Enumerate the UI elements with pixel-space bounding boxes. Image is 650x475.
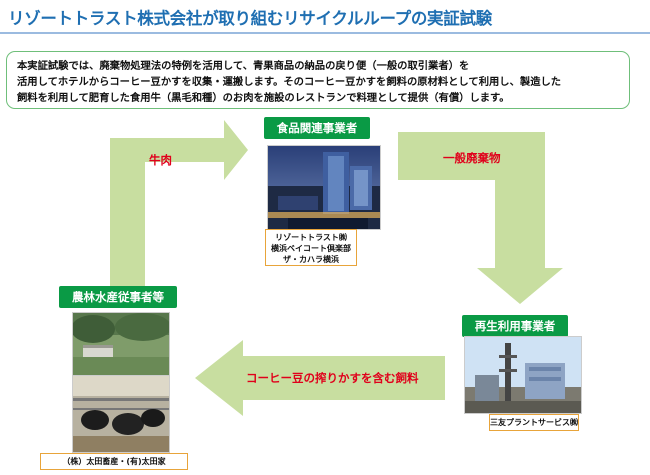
caption-line: リゾートトラスト㈱ xyxy=(275,233,347,242)
feed-arrow xyxy=(195,340,445,416)
feed-arrow-label: コーヒー豆の搾りかすを含む飼料 xyxy=(246,371,419,385)
title-divider xyxy=(0,32,650,34)
recycling-business-caption: 三友プラントサービス㈱ xyxy=(489,414,579,431)
hotel-image xyxy=(268,146,380,229)
plant-image xyxy=(465,337,581,413)
cattle-image xyxy=(73,376,169,452)
caption-line: ザ・カハラ横浜 xyxy=(283,255,339,264)
waste-arrow-label: 一般廃棄物 xyxy=(443,151,501,165)
description-box: 本実証試験では、廃棄物処理法の特例を活用して、青果商品の納品の戻り便（一般の取引… xyxy=(6,51,630,109)
cattle-photo xyxy=(72,375,170,453)
description-line-3: 飼料を利用して肥育した食用牛（黒毛和種）のお肉を施設のレストランで料理として提供… xyxy=(17,92,510,104)
page-title: リゾートトラスト株式会社が取り組むリサイクルループの実証試験 xyxy=(8,9,492,28)
farm-photo xyxy=(72,312,170,376)
farm-image xyxy=(73,313,169,375)
food-business-caption: リゾートトラスト㈱ 横浜ベイコート倶楽部 ザ・カハラ横浜 xyxy=(265,229,357,266)
food-business-label: 食品関連事業者 xyxy=(264,117,370,139)
plant-photo xyxy=(464,336,582,414)
beef-arrow xyxy=(110,120,248,290)
hotel-photo xyxy=(267,145,381,230)
description-line-1: 本実証試験では、廃棄物処理法の特例を活用して、青果商品の納品の戻り便（一般の取引… xyxy=(17,60,470,72)
caption-line: （株）太田畜産・(有)太田家 xyxy=(62,457,166,466)
caption-line: 横浜ベイコート倶楽部 xyxy=(271,244,351,253)
caption-line: 三友プラントサービス㈱ xyxy=(490,418,578,427)
farmer-caption: （株）太田畜産・(有)太田家 xyxy=(40,453,188,470)
recycling-business-label: 再生利用事業者 xyxy=(462,315,568,337)
farmer-label: 農林水産従事者等 xyxy=(59,286,177,308)
description-line-2: 活用してホテルからコーヒー豆かすを収集・運搬します。そのコーヒー豆かすを飼料の原… xyxy=(17,76,562,88)
waste-arrow xyxy=(398,132,563,304)
beef-arrow-label: 牛肉 xyxy=(149,153,172,167)
